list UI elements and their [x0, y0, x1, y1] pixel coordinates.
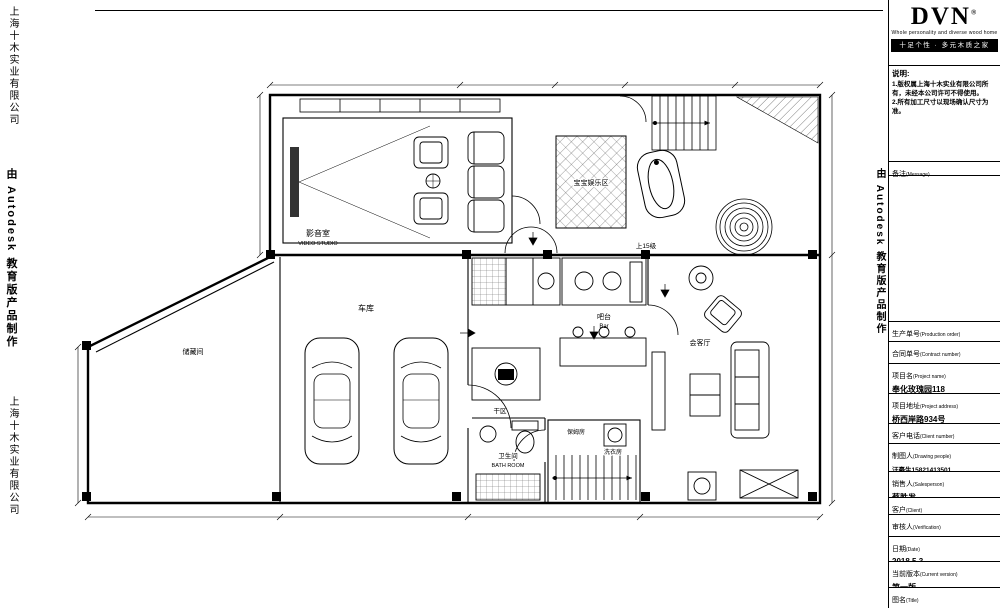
bar-stool: [624, 326, 636, 338]
bar-kitchen-counter: [471, 257, 647, 367]
plant: [688, 265, 714, 291]
bar-island: [559, 337, 647, 367]
video-studio: [290, 125, 505, 239]
row-client: 客户(Client): [889, 498, 1000, 515]
upper-stairs: [651, 95, 717, 151]
logo-black-bar: 十足个性 · 多元木质之家: [891, 39, 998, 52]
stairs-up-label: 上15级: [636, 241, 657, 250]
sofa: [730, 341, 770, 439]
watermark-autodesk-right: 由 Autodesk 教育版产品制作: [874, 168, 885, 336]
row-drawer: 制图人(Drawing people) 汪豪生15821413501: [889, 444, 1000, 472]
utility-fixtures: [687, 469, 799, 501]
room-labels: 影音室 VIDEO STUDIO 宝宝娱乐区 上15级 车库 储藏间 吧台 Ba…: [183, 177, 711, 471]
spiral-feature: [715, 198, 773, 256]
lower-stairs: [552, 455, 637, 500]
bar-label-cn: 吧台: [597, 312, 611, 321]
plot-stamp-top-border: [95, 10, 883, 11]
bathroom-label-en: BATH ROOM: [492, 463, 525, 469]
door-arcs: [467, 95, 679, 462]
inner-walls: [95, 117, 649, 504]
project-address-value: 桥西岸路934号: [892, 415, 946, 424]
bathroom-label-cn: 卫生间: [498, 451, 518, 460]
hob-burner: [574, 271, 594, 291]
garage-label: 车库: [358, 303, 374, 313]
version-value: 第一版: [892, 583, 916, 588]
car-1: [304, 337, 360, 465]
bathtub: [636, 149, 686, 219]
row-project-address: 项目地址(Project address) 桥西岸路934号: [889, 394, 1000, 424]
video-studio-label-en: VIDEO STUDIO: [298, 241, 338, 247]
shower-tiles: [475, 473, 541, 501]
bar-stool: [598, 326, 610, 338]
laundry-label: 洗衣房: [604, 448, 622, 456]
row-project-name: 项目名(Project name) 奉化玫瑰园118: [889, 364, 1000, 394]
hob-burner: [602, 271, 622, 291]
wine-rack: [471, 257, 507, 306]
watermark-company-top: 上海十木实业有限公司: [7, 6, 18, 126]
armchair: [704, 295, 742, 333]
row-salesperson: 销售人(Salesperson) 蔡胜发: [889, 472, 1000, 498]
salesperson-value: 蔡胜发: [892, 493, 916, 498]
storage-label: 储藏间: [183, 347, 204, 356]
project-name-value: 奉化玫瑰园118: [892, 385, 945, 394]
baby-area-label: 宝宝娱乐区: [574, 178, 609, 187]
media-cabinet: [299, 98, 501, 113]
video-studio-label-cn: 影音室: [306, 228, 330, 238]
logo-tagline-en: Whole personality and diverse wood home: [891, 30, 998, 36]
notes-item-2: 2.所有加工尺寸以现场确认尺寸为准。: [892, 99, 989, 116]
wash-basin: [494, 362, 518, 386]
drawer-value: 汪豪生15821413501: [892, 467, 952, 472]
watermark-company-bottom: 上海十木实业有限公司: [7, 396, 18, 516]
corner-hatch: [735, 96, 819, 144]
elevation-markers: [460, 232, 670, 340]
notes-section: 说明: 1.版权属上海十木实业有限公司所有，未经本公司许可不得使用。 2.所有加…: [889, 66, 1000, 162]
nanny-room-label: 保姆房: [567, 428, 585, 436]
remark-section: 备注(Message): [889, 162, 1000, 322]
dry-area-vanity: [471, 347, 541, 401]
row-verification: 审核人(Verification): [889, 515, 1000, 537]
living-room-label: 会客厅: [690, 338, 711, 347]
row-production-order: 生产单号(Production order): [889, 322, 1000, 342]
structural-columns: [82, 250, 817, 501]
watermark-autodesk-left: 由 Autodesk 教育版产品制作: [5, 168, 17, 349]
row-contract-number: 合同单号(Contract number): [889, 342, 1000, 364]
date-value: 2018.5.3: [892, 557, 924, 562]
faucet: [498, 369, 514, 380]
dry-area-label: 干区: [494, 407, 508, 415]
notes-title: 说明:: [892, 69, 910, 78]
bar-sink: [537, 272, 555, 290]
tv-cabinet: [651, 351, 666, 431]
row-sheet-title: 图名(Title): [892, 597, 919, 604]
bar-label-en: Bar: [599, 324, 608, 330]
remark-label: 备注(Message): [889, 162, 1000, 178]
dvn-logo: DVN®: [910, 3, 979, 30]
washing-machine: [603, 423, 627, 447]
row-date: 日期(Date) 2018.5.3: [889, 537, 1000, 562]
projector-screen: [290, 147, 299, 217]
living-room-furniture: [651, 265, 770, 439]
toilet-bowl: [515, 430, 535, 454]
baby-play-area: [555, 135, 627, 229]
outer-walls: [86, 93, 822, 505]
car-2: [393, 337, 449, 465]
bathroom-sink: [479, 425, 497, 443]
notes-item-1: 1.版权属上海十木实业有限公司所有，未经本公司许可不得使用。: [892, 81, 989, 98]
toilet-tank: [511, 420, 539, 431]
bar-stool: [572, 326, 584, 338]
row-current-version: 当前版本(Current version) 第一版: [889, 562, 1000, 588]
bathroom: [475, 420, 541, 501]
registered-mark: ®: [970, 8, 979, 17]
row-client-phone: 客户电话(Client number): [889, 424, 1000, 444]
title-block: DVN® Whole personality and diverse wood …: [888, 0, 1000, 608]
floor-plan: 影音室 VIDEO STUDIO 宝宝娱乐区 上15级 车库 储藏间 吧台 Ba…: [74, 81, 836, 521]
remark-empty-area: [889, 176, 1000, 321]
dimension-lines: [74, 81, 836, 521]
logo-block: DVN® Whole personality and diverse wood …: [889, 0, 1000, 66]
